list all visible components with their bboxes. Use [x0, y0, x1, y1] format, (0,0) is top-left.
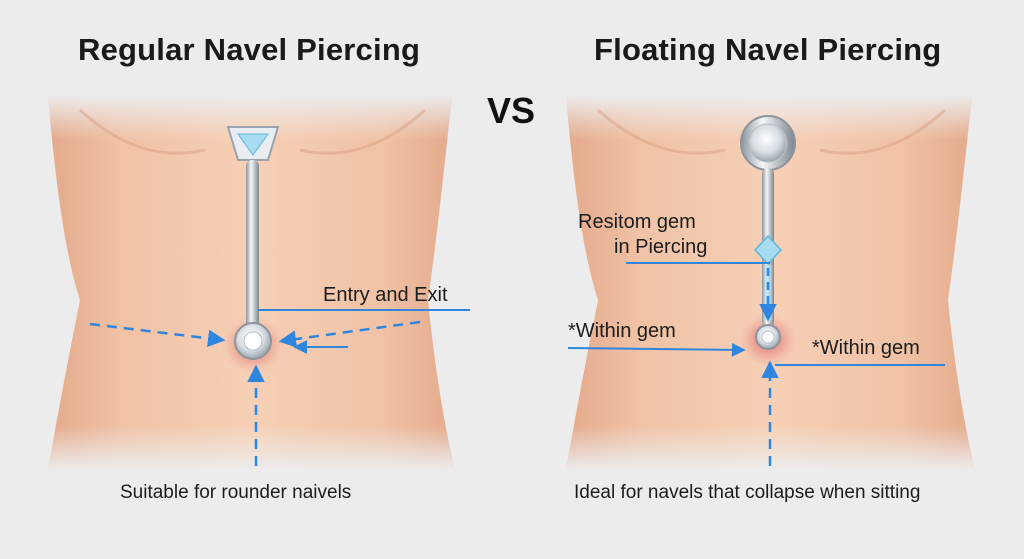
label-within-gem-left: *Within gem	[568, 320, 676, 342]
right-title: Floating Navel Piercing	[594, 32, 942, 67]
left-arrow-horizontal-left	[89, 322, 226, 348]
left-navel-piercing	[221, 126, 285, 375]
left-barbell-rod	[246, 160, 259, 328]
vs-label: VS	[487, 90, 536, 131]
right-arrows	[567, 262, 945, 466]
left-arrow-horizontal-right	[278, 320, 421, 348]
left-arrows	[89, 309, 470, 466]
left-caption: Suitable for rounder naivels	[120, 482, 352, 503]
left-top-gem	[226, 126, 280, 161]
label-within-gem-right: *Within gem	[812, 337, 920, 359]
right-arrow-horizontal	[567, 342, 746, 357]
label-gem-line2: in Piercing	[614, 236, 708, 258]
label-gem-line1: Resitom gem	[578, 211, 696, 233]
left-title: Regular Navel Piercing	[78, 32, 421, 67]
right-caption: Ideal for navels that collapse when sitt…	[574, 482, 921, 503]
label-entry-exit: Entry and Exit	[323, 284, 448, 306]
right-navel-piercing	[738, 115, 798, 368]
